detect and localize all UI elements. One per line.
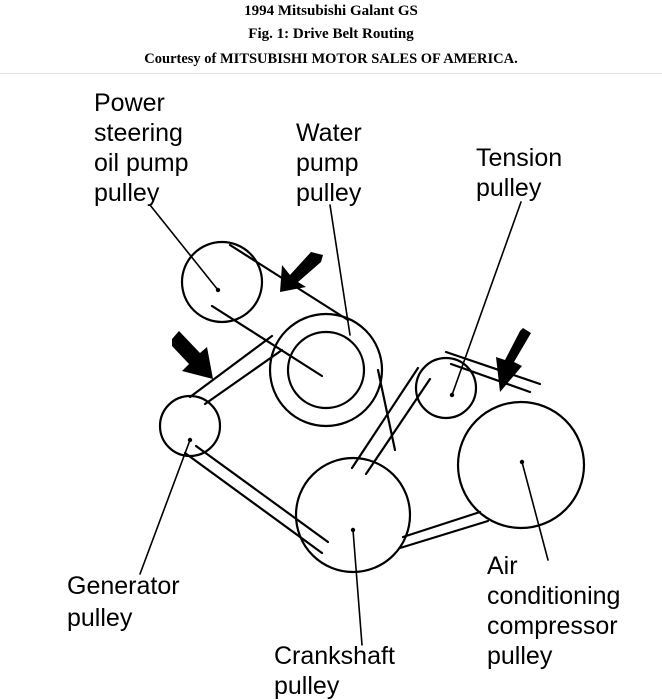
bold-arrow-icon — [496, 328, 531, 392]
svg-text:compressor: compressor — [487, 612, 618, 640]
svg-text:Water: Water — [296, 119, 362, 147]
tension-pulley — [414, 356, 478, 420]
svg-text:pulley: pulley — [487, 642, 553, 670]
svg-text:pulley: pulley — [67, 604, 133, 632]
power-steering-pulley — [180, 240, 264, 324]
header-divider — [0, 73, 662, 74]
svg-text:pump: pump — [296, 149, 359, 177]
svg-text:Tension: Tension — [476, 144, 562, 172]
svg-text:pulley: pulley — [476, 174, 542, 202]
crankshaft-label: Crankshaft pulley — [274, 642, 395, 700]
pulley-centers — [187, 287, 525, 533]
diagram-title: 1994 Mitsubishi Galant GS — [244, 3, 418, 19]
air-conditioning-label: Air conditioning compressor pulley — [487, 552, 620, 670]
tension-label: Tension pulley — [476, 144, 562, 202]
svg-text:pulley: pulley — [274, 672, 340, 700]
svg-text:pulley: pulley — [296, 179, 362, 207]
water-pump-pulley-inner — [286, 330, 366, 410]
svg-text:oil pump: oil pump — [94, 149, 189, 177]
drive-belt — [183, 243, 542, 555]
bold-arrow-icon — [172, 331, 213, 379]
power-steering-label: Power steering oil pump pulley — [94, 89, 189, 207]
svg-text:pulley: pulley — [94, 179, 160, 207]
svg-text:conditioning: conditioning — [487, 582, 620, 610]
svg-text:steering: steering — [94, 119, 183, 147]
figure-caption: Fig. 1: Drive Belt Routing — [248, 26, 414, 42]
svg-text:Crankshaft: Crankshaft — [274, 642, 395, 670]
credit-line: Courtesy of MITSUBISHI MOTOR SALES OF AM… — [144, 51, 518, 67]
air-conditioning-pulley — [456, 400, 586, 530]
leader-lines — [139, 201, 549, 646]
crankshaft-pulley — [294, 456, 412, 574]
svg-text:Generator: Generator — [67, 572, 180, 600]
generator-label: Generator pulley — [67, 572, 180, 632]
water-pump-label: Water pump pulley — [296, 119, 362, 207]
generator-pulley — [158, 394, 222, 458]
svg-text:Power: Power — [94, 89, 165, 117]
bold-arrow-icon — [280, 252, 323, 292]
svg-text:Air: Air — [487, 552, 518, 580]
water-pump-pulley-outer — [268, 312, 384, 428]
